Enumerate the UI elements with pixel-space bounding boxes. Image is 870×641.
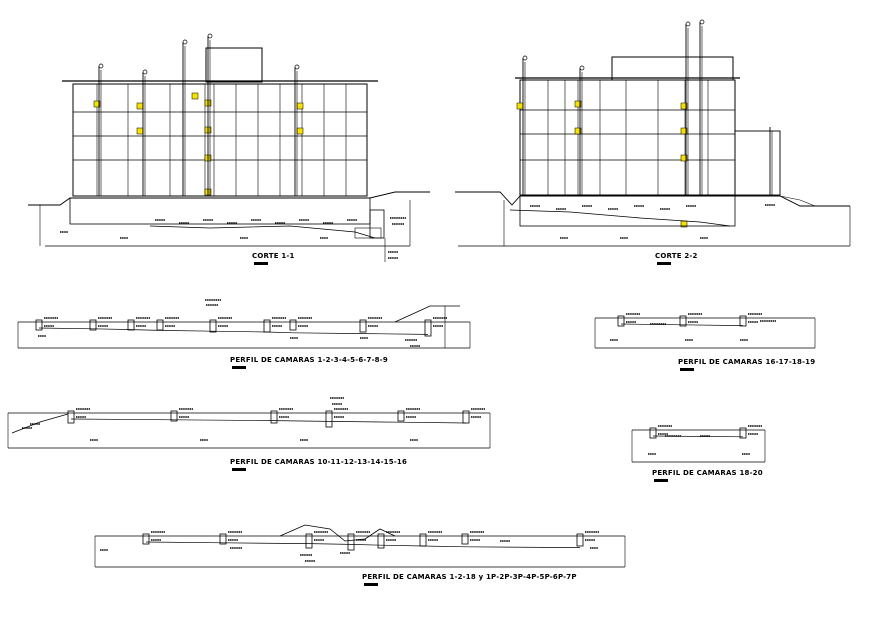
profile-1-scale-bar	[232, 366, 246, 369]
section-2-scale-bar	[657, 262, 671, 265]
profile-2-drawing	[7, 397, 491, 449]
profile-3-scale-bar	[680, 368, 694, 371]
profile-4-drawing	[631, 425, 766, 463]
profile-5-drawing	[94, 524, 626, 568]
profile-3-caption: PERFIL DE CAMARAS 16-17-18-19	[678, 358, 816, 366]
section-1-drawing	[28, 33, 430, 262]
profile-5-caption: PERFIL DE CAMARAS 1-2-18 y 1P-2P-3P-4P-5…	[362, 573, 577, 581]
profile-1-caption: PERFIL DE CAMARAS 1-2-3-4-5-6-7-8-9	[230, 356, 388, 364]
profile-3-drawing	[594, 313, 816, 349]
section-2-caption: CORTE 2-2	[655, 252, 698, 260]
profile-2-scale-bar	[232, 468, 246, 471]
profile-4-scale-bar	[654, 479, 668, 482]
section-2-drawing	[455, 19, 851, 247]
profile-1-drawing	[17, 299, 471, 349]
section-1-caption: CORTE 1-1	[252, 252, 295, 260]
profile-2-caption: PERFIL DE CAMARAS 10-11-12-13-14-15-16	[230, 458, 408, 466]
section-1-scale-bar	[254, 262, 268, 265]
profile-5-scale-bar	[364, 583, 378, 586]
profile-4-caption: PERFIL DE CAMARAS 18-20	[652, 469, 763, 477]
